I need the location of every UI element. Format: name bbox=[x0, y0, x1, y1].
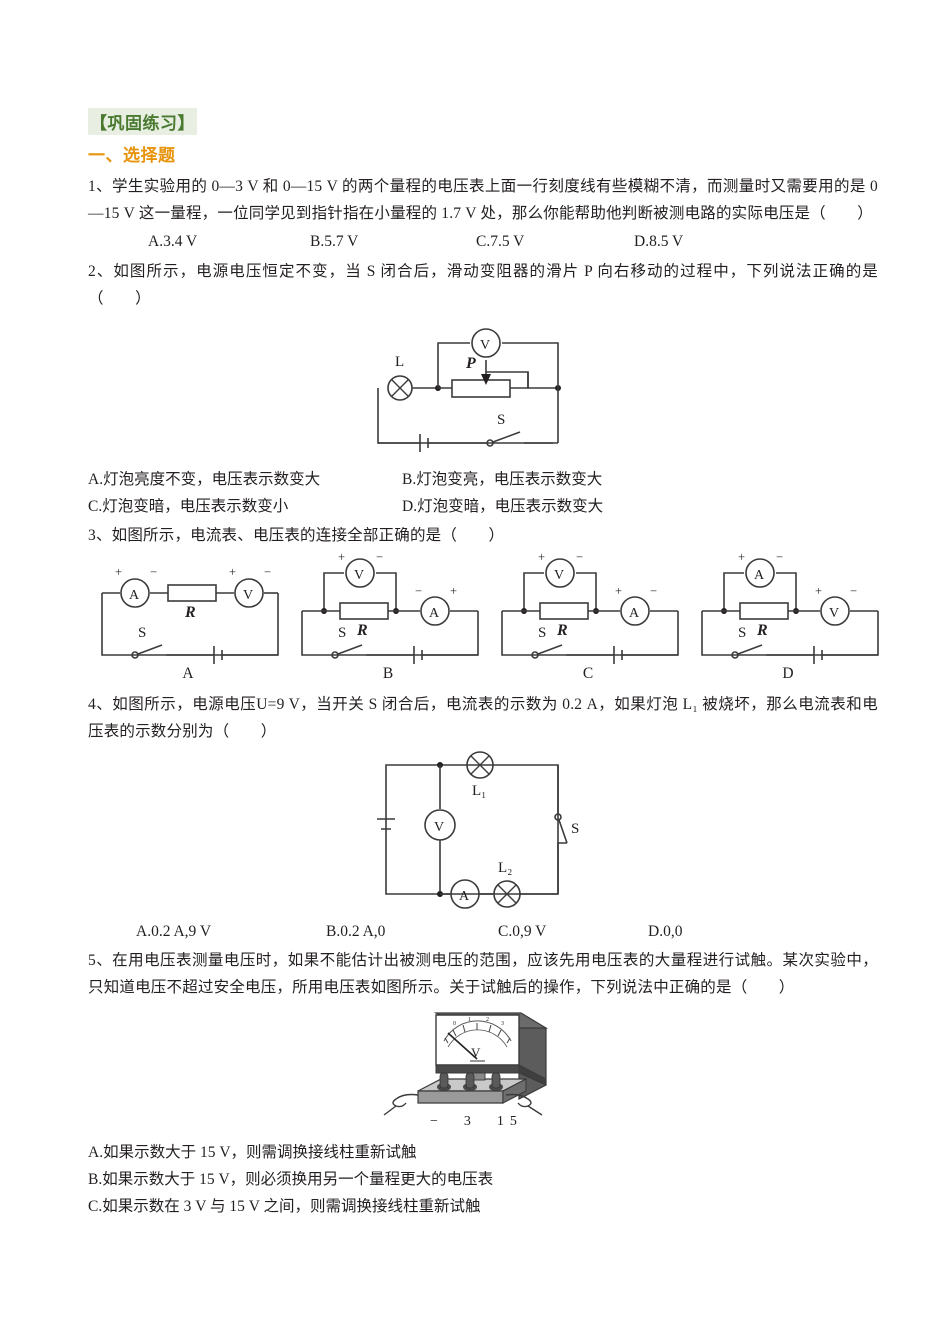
q1-option-b[interactable]: B.5.7 V bbox=[310, 233, 359, 250]
question-4-figure: L₁ V S A L₂ bbox=[88, 747, 878, 912]
q5-option-b[interactable]: B.如果示数大于 15 V，则必须换用另一个量程更大的电压表 bbox=[88, 1171, 494, 1188]
question-1-options: A.3.4 V B.5.7 V C.7.5 V D.8.5 V bbox=[88, 228, 878, 255]
q3b-caption: B bbox=[382, 665, 394, 682]
q4-option-d[interactable]: D.0,0 bbox=[648, 923, 683, 940]
question-2-text: 2、如图所示，电源电压恒定不变，当 S 闭合后，滑动变阻器的滑片 P 向右移动的… bbox=[88, 263, 878, 307]
q3c-ammeter-right-sign: − bbox=[650, 584, 657, 598]
q3d-ammeter-symbol: A bbox=[754, 568, 765, 583]
q5-scale-tick-0: 0 bbox=[453, 1021, 456, 1027]
q3c-voltmeter-symbol: V bbox=[554, 568, 564, 583]
q3-circuit-a: A + − R V + − S bbox=[88, 551, 288, 683]
q4-lamp1-label: L₁ bbox=[472, 783, 486, 799]
q4-ammeter-label: A bbox=[459, 889, 470, 904]
q2-voltmeter-label: V bbox=[480, 338, 490, 353]
q4-option-b[interactable]: B.0.2 A,0 bbox=[326, 923, 386, 940]
q3b-resistor-label: R bbox=[356, 622, 368, 639]
question-2-options: A.灯泡亮度不变，电压表示数变大 B.灯泡变亮，电压表示数变大 C.灯泡变暗，电… bbox=[88, 466, 878, 520]
question-2-figure: L P V bbox=[88, 316, 878, 456]
q3b-ammeter-symbol: A bbox=[429, 606, 440, 621]
q3c-voltmeter-left-sign: + bbox=[538, 551, 545, 564]
section-heading-choice: 一、选择题 bbox=[88, 146, 176, 166]
q1-option-c[interactable]: C.7.5 V bbox=[476, 233, 525, 250]
q3a-caption: A bbox=[182, 665, 194, 682]
q2-option-a[interactable]: A.灯泡亮度不变，电压表示数变大 bbox=[88, 471, 321, 488]
q3-circuit-c: V + − R A + − S bbox=[488, 551, 688, 683]
q3c-resistor-label: R bbox=[556, 622, 568, 639]
q2-lamp-label: L bbox=[395, 354, 404, 370]
q4-circuit-diagram: L₁ V S A L₂ bbox=[377, 751, 579, 909]
question-3-text: 3、如图所示，电流表、电压表的连接全部正确的是（ ） bbox=[88, 527, 505, 544]
q2-option-d[interactable]: D.灯泡变暗，电压表示数变大 bbox=[402, 498, 604, 515]
q3d-voltmeter-left-sign: + bbox=[815, 584, 822, 598]
q5-face-symbol: V bbox=[471, 1045, 481, 1060]
question-1-text: 1、学生实验用的 0—3 V 和 0—15 V 的两个量程的电压表上面一行刻度线… bbox=[88, 178, 878, 222]
q3b-ammeter-left-sign: − bbox=[415, 584, 422, 598]
q5-option-c[interactable]: C.如果示数在 3 V 与 15 V 之间，则需调换接线柱重新试触 bbox=[88, 1198, 481, 1215]
q3a-ammeter-left-sign: + bbox=[115, 565, 122, 579]
q3b-voltmeter-left-sign: + bbox=[338, 551, 345, 564]
q5-terminal-labels: − 3 15 bbox=[430, 1114, 523, 1129]
question-3-figures: A + − R V + − S bbox=[88, 551, 888, 683]
q3-circuit-d: A + − R V + − S bbox=[688, 551, 888, 683]
q4-lamp2-label: L₂ bbox=[498, 860, 512, 876]
q5-scale-tick-1: 1 bbox=[468, 1017, 471, 1023]
question-4-options: A.0.2 A,9 V B.0.2 A,0 C.0,9 V D.0,0 bbox=[88, 918, 878, 945]
q1-option-a[interactable]: A.3.4 V bbox=[148, 233, 198, 250]
q3c-caption: C bbox=[582, 665, 594, 682]
q2-circuit-diagram: L P V bbox=[377, 328, 561, 452]
q3c-switch-label: S bbox=[538, 625, 546, 641]
q3c-voltmeter-right-sign: − bbox=[576, 551, 583, 564]
q4-option-c[interactable]: C.0,9 V bbox=[498, 923, 547, 940]
q3d-voltmeter-symbol: V bbox=[829, 606, 839, 621]
q2-option-c[interactable]: C.灯泡变暗，电压表示数变小 bbox=[88, 498, 289, 515]
q3b-switch-label: S bbox=[338, 625, 346, 641]
q5-scale-tick-2: 2 bbox=[486, 1017, 489, 1023]
q2-switch-label: S bbox=[497, 412, 505, 428]
question-5-text: 5、在用电压表测量电压时，如果不能估计出被测电压的范围，应该先用电压表的大量程进… bbox=[88, 952, 878, 996]
q3a-voltmeter-right-sign: − bbox=[264, 565, 271, 579]
q5-voltmeter-illustration: 0 1 2 3 V bbox=[383, 1012, 549, 1129]
q3b-voltmeter-symbol: V bbox=[354, 568, 364, 583]
q2-option-b[interactable]: B.灯泡变亮，电压表示数变大 bbox=[402, 471, 603, 488]
q4-voltmeter-label: V bbox=[434, 820, 444, 835]
q4-option-a[interactable]: A.0.2 A,9 V bbox=[136, 923, 212, 940]
q3d-switch-label: S bbox=[738, 625, 746, 641]
q3b-ammeter-right-sign: + bbox=[450, 584, 457, 598]
q3d-resistor-label: R bbox=[756, 622, 768, 639]
question-4-text: 4、如图所示，电源电压U=9 V，当开关 S 闭合后，电流表的示数为 0.2 A… bbox=[88, 696, 878, 740]
q3a-voltmeter-symbol: V bbox=[243, 588, 253, 603]
question-5-options: A.如果示数大于 15 V，则需调换接线柱重新试触 B.如果示数大于 15 V，… bbox=[88, 1139, 878, 1220]
q3d-ammeter-left-sign: + bbox=[738, 551, 745, 564]
q1-option-d[interactable]: D.8.5 V bbox=[634, 233, 684, 250]
q3a-resistor-label: R bbox=[184, 604, 196, 621]
q3c-ammeter-left-sign: + bbox=[615, 584, 622, 598]
q3a-voltmeter-left-sign: + bbox=[229, 565, 236, 579]
q5-option-a[interactable]: A.如果示数大于 15 V，则需调换接线柱重新试触 bbox=[88, 1144, 417, 1161]
practice-heading: 【巩固练习】 bbox=[88, 108, 197, 135]
q3b-voltmeter-right-sign: − bbox=[376, 551, 383, 564]
q3a-ammeter-right-sign: − bbox=[150, 565, 157, 579]
question-5-figure: 0 1 2 3 V bbox=[88, 1003, 878, 1133]
q2-slider-label: P bbox=[465, 355, 476, 372]
q3-circuit-b: V + − R A − + S bbox=[288, 551, 488, 683]
q3d-voltmeter-right-sign: − bbox=[850, 584, 857, 598]
q5-scale-tick-3: 3 bbox=[501, 1021, 504, 1027]
q3a-ammeter-symbol: A bbox=[129, 588, 140, 603]
q4-switch-label: S bbox=[571, 821, 579, 837]
q3d-ammeter-right-sign: − bbox=[776, 551, 783, 564]
q3a-switch-label: S bbox=[138, 625, 146, 641]
q3c-ammeter-symbol: A bbox=[629, 606, 640, 621]
q3d-caption: D bbox=[782, 665, 794, 682]
